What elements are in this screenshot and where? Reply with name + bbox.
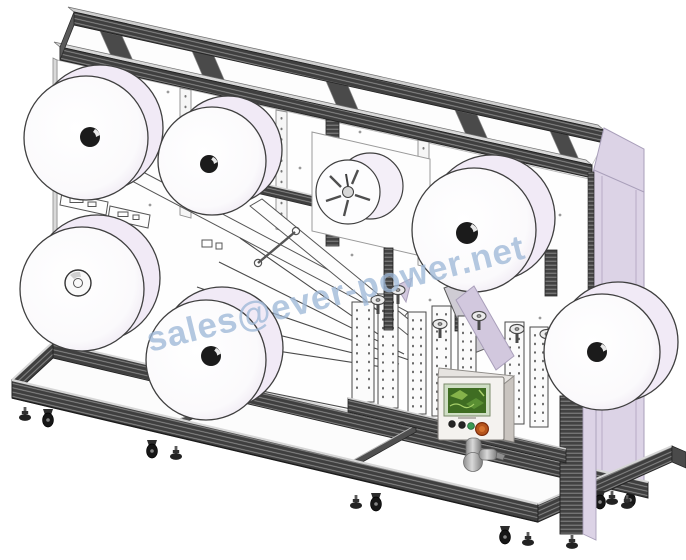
roll-hub (200, 155, 218, 173)
panel-button[interactable] (458, 421, 466, 429)
top-frame-left-cap (59, 11, 75, 61)
panel-side-face (503, 375, 515, 443)
material-roll-bottom-left (19, 214, 161, 352)
reel-spokes (325, 169, 371, 217)
roll-hub (80, 127, 100, 147)
station-plate (407, 311, 427, 415)
leg-foot (566, 535, 578, 549)
caster-wheel (42, 408, 54, 428)
caster-wheel (370, 492, 382, 512)
roll-hub (587, 342, 607, 362)
material-roll-top-left (23, 64, 164, 201)
hmi-screen-graphics (449, 389, 485, 409)
panel-button[interactable] (448, 420, 456, 428)
emergency-stop-cap (479, 426, 485, 432)
front-right-leg (559, 395, 597, 549)
panel-handle[interactable] (463, 437, 506, 472)
leveling-foot (350, 495, 362, 509)
material-roll-bottom-right (543, 281, 679, 411)
plate-bolt-rows (356, 301, 544, 422)
post-foot (606, 491, 618, 505)
leveling-foot (19, 407, 31, 421)
control-panel (437, 367, 516, 472)
run-button[interactable] (467, 422, 475, 430)
caster-wheel (146, 439, 158, 459)
caster-wheel (499, 525, 511, 545)
leveling-foot (170, 446, 182, 460)
station-plate (351, 301, 375, 403)
material-roll-bottom-middle (145, 286, 284, 421)
tensioner-rod (253, 226, 301, 268)
roll-hub (201, 346, 221, 366)
leveling-foot (522, 532, 534, 546)
material-roll-top-second (157, 95, 283, 216)
spoked-reel (315, 152, 404, 225)
top-frame (53, 6, 605, 179)
guide-plate (455, 285, 515, 371)
panel-label-strip (458, 417, 476, 419)
